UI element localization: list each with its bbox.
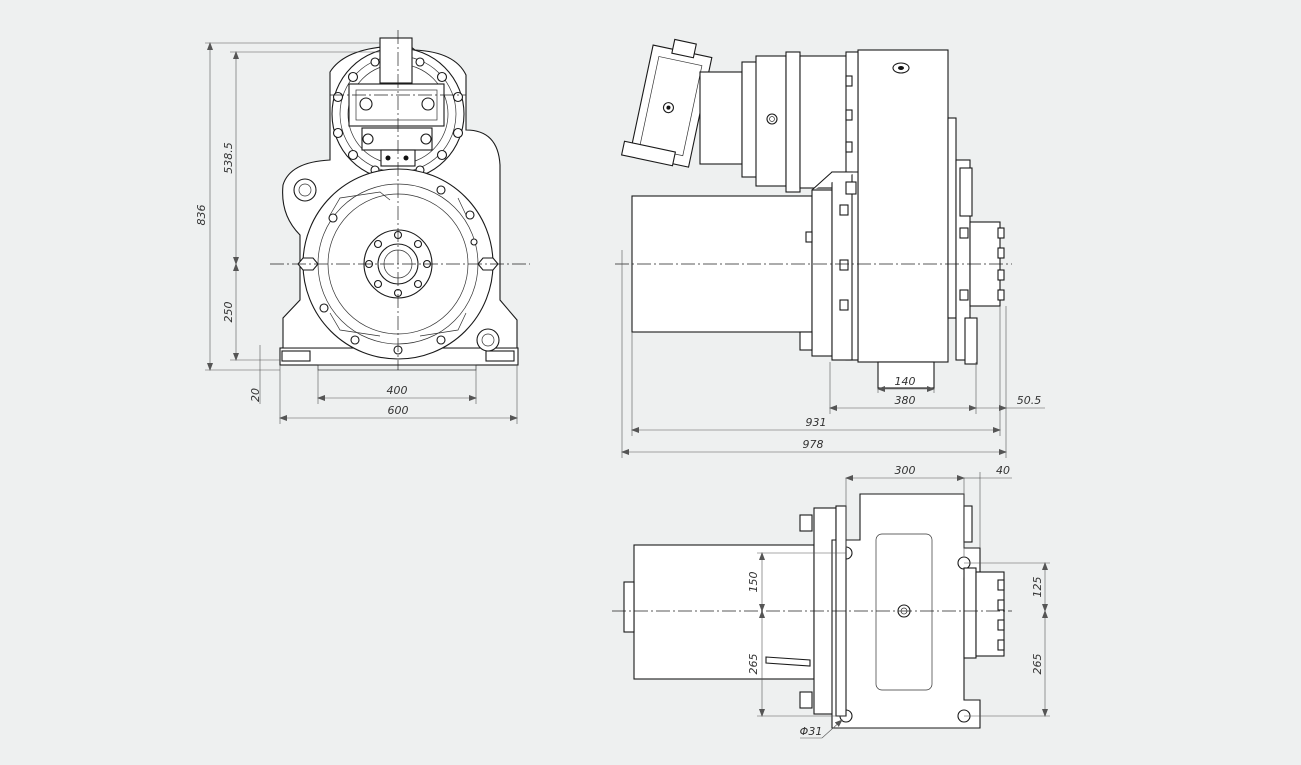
dim-foot-span: 400: [387, 384, 408, 397]
dim-overall-height: 836: [195, 205, 208, 226]
dim-upper-height: 538.5: [222, 142, 235, 174]
dim-hole-diameter: Φ31: [800, 725, 823, 738]
side-bolts: [799, 75, 1005, 351]
dim-gearbox-length: 380: [895, 394, 916, 407]
side-view: 140 380 50.5 931 978: [615, 38, 1045, 458]
hub-bolts: [364, 230, 432, 298]
front-view: 836 538.5 250 20 400 600: [195, 30, 530, 424]
dim-flange-width: 140: [895, 375, 916, 388]
upper-flange-bolts: [332, 57, 464, 175]
dim-upper-offset-left: 150: [747, 572, 760, 593]
dim-axis-height: 250: [222, 302, 235, 323]
dim-motor-to-end: 931: [806, 416, 827, 429]
dim-overall-length: 978: [803, 438, 824, 451]
dim-hole-spacing-x: 300: [895, 464, 916, 477]
dim-upper-offset-right: 125: [1031, 577, 1044, 598]
dim-edge-offset: 40: [996, 464, 1010, 477]
dim-overall-width: 600: [388, 404, 409, 417]
top-view: 300 40 150 265 125 265 Φ31: [612, 464, 1050, 739]
dim-base-offset: 20: [249, 388, 262, 402]
dim-lower-offset-left: 265: [747, 654, 760, 675]
dim-output-offset: 50.5: [1017, 394, 1042, 407]
dim-lower-offset-right: 265: [1031, 654, 1044, 675]
